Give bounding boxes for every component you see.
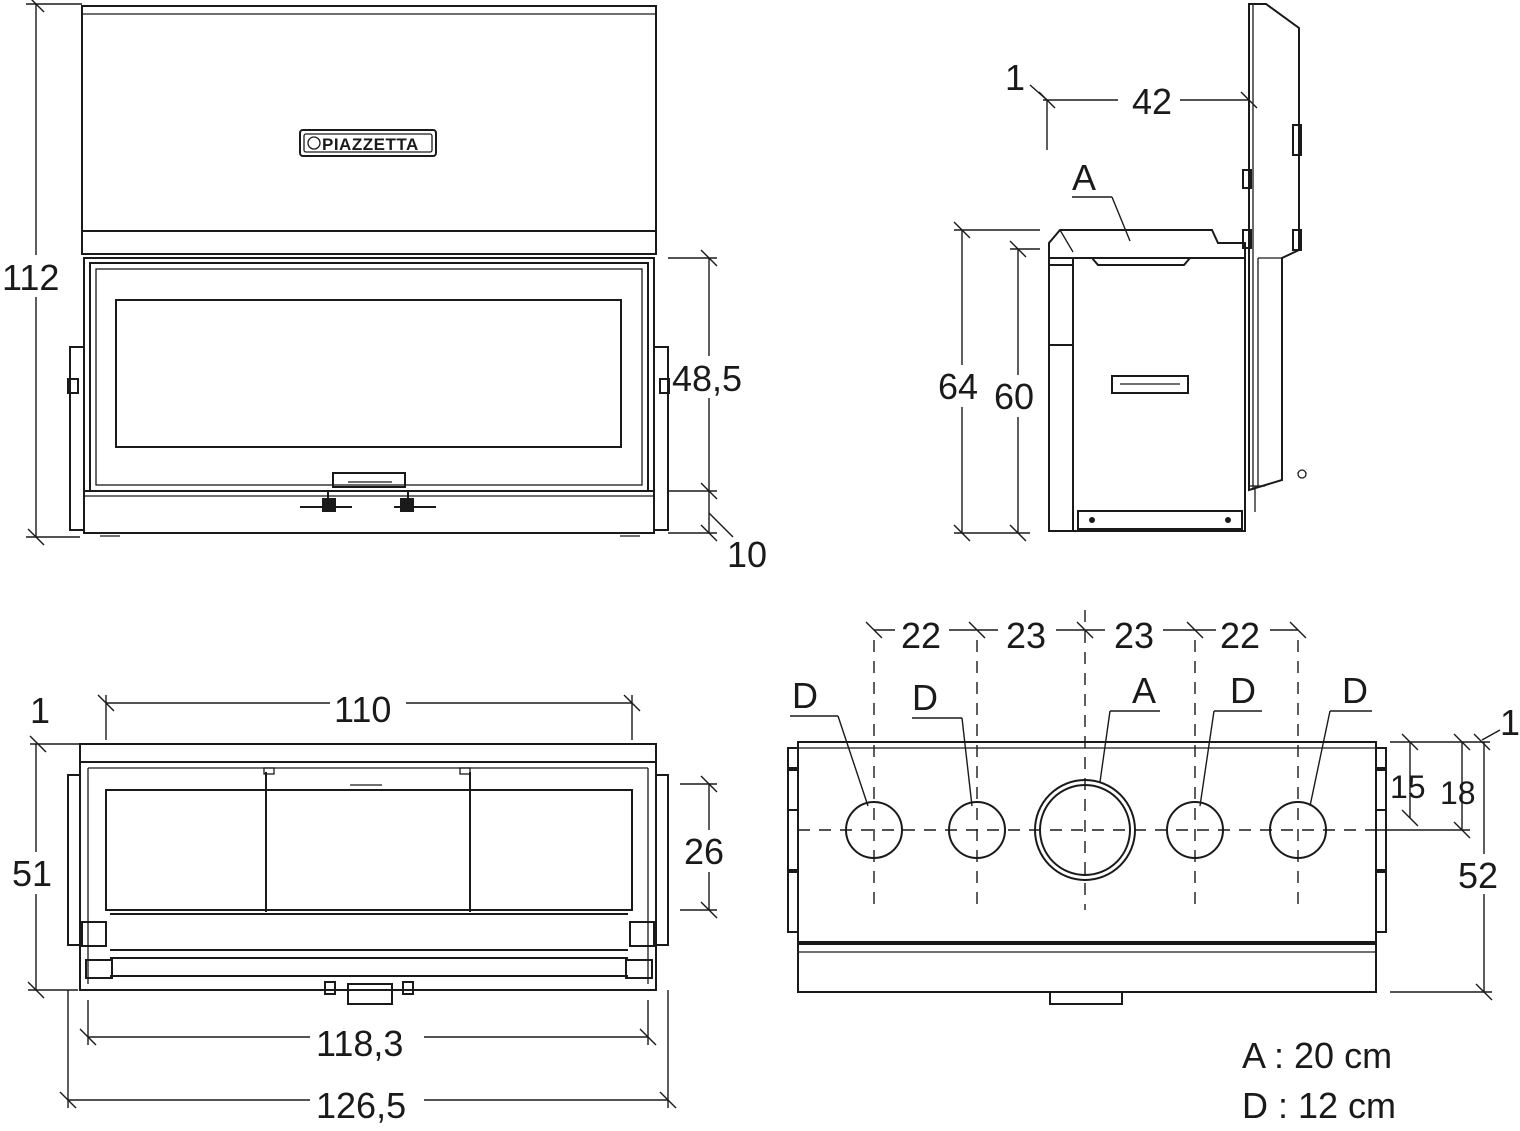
outlet-labels: D D A D D <box>790 670 1372 807</box>
dim-118-3-label: 118,3 <box>316 1023 403 1064</box>
outlet-d-1 <box>845 801 903 859</box>
dim-top-width-total: 126,5 <box>59 990 677 1126</box>
front-view: PIAZZETTA <box>2 0 767 575</box>
dim-126-5-label: 126,5 <box>316 1085 406 1126</box>
dim-top-1-label: 1 <box>30 690 50 731</box>
outlet-front-strip <box>797 943 1377 993</box>
dim-top-opening-depth: 26 <box>680 775 730 919</box>
dim-26-label: 26 <box>684 831 724 872</box>
dim-42-label: 42 <box>1132 81 1172 122</box>
side-handle <box>1111 375 1189 394</box>
dim-outlet-right: 1 15 18 52 <box>1376 702 1520 1001</box>
top-body <box>79 761 657 991</box>
hood-panel <box>81 5 657 232</box>
dim-top-depth: 51 <box>12 744 78 999</box>
side-label-a: A <box>1072 157 1096 198</box>
legend-d: D : 12 cm <box>1242 1085 1396 1126</box>
dim-side-depth: 1 42 <box>1005 57 1258 150</box>
dim-door-height: 48,5 <box>668 249 742 500</box>
dim-top-width-mid: 118,3 <box>79 1000 657 1064</box>
legend-a: A : 20 cm <box>1242 1035 1392 1076</box>
dim-outlet-spacing: 22 23 23 22 <box>865 612 1307 656</box>
flue-collar <box>1048 229 1246 266</box>
top-cap <box>79 743 657 763</box>
dim-18-label: 18 <box>1440 775 1476 811</box>
dim-side-1-label: 1 <box>1005 57 1025 98</box>
dim-total-height: 112 <box>2 0 82 546</box>
left-bracket <box>69 346 85 531</box>
outlet-d-2 <box>948 801 1006 859</box>
spacing-label-1: 22 <box>901 615 941 656</box>
dim-side-height-inner: 60 <box>992 240 1040 542</box>
legend: A : 20 cm D : 12 cm <box>1242 1035 1396 1126</box>
dim-outlet-1-label: 1 <box>1500 702 1520 743</box>
body-side <box>1048 257 1246 532</box>
dim-112-label: 112 <box>2 257 59 298</box>
door-frame <box>89 262 649 492</box>
outlet-a <box>1034 779 1136 881</box>
side-view: A 1 42 64 <box>936 3 1307 542</box>
firebox-opening <box>105 789 633 911</box>
spacing-label-4: 22 <box>1220 615 1260 656</box>
dim-side-height-outer: 64 <box>936 221 1040 542</box>
outlet-d-3 <box>1166 801 1224 859</box>
right-bracket <box>653 346 669 531</box>
outlet-d-4 <box>1269 801 1327 859</box>
dim-52-label: 52 <box>1458 855 1498 896</box>
outlet-label-d-4: D <box>1342 670 1368 711</box>
dim-top-inner-width: 110 <box>97 689 641 740</box>
dim-51-label: 51 <box>12 853 52 894</box>
dim-10-label: 10 <box>727 534 767 575</box>
door-handle <box>300 472 436 512</box>
dim-base-height: 10 <box>668 491 767 575</box>
dim-60-label: 60 <box>994 376 1034 417</box>
outlet-label-d-2: D <box>912 677 938 718</box>
top-view: 1 110 51 26 <box>12 689 730 1126</box>
front-panel-side <box>1248 3 1300 492</box>
spacing-label-2: 23 <box>1006 615 1046 656</box>
outlet-handle <box>1049 991 1123 1005</box>
dim-64-label: 64 <box>938 366 978 407</box>
glass-panel <box>115 299 622 448</box>
top-handle <box>347 983 393 1005</box>
outlet-label-a: A <box>1132 670 1156 711</box>
outlet-label-d-3: D <box>1230 670 1256 711</box>
dim-15-label: 15 <box>1390 769 1426 805</box>
spacing-label-3: 23 <box>1114 615 1154 656</box>
outlet-view: D D A D D 22 23 <box>787 610 1520 1005</box>
brand-logo: PIAZZETTA <box>299 129 437 157</box>
cap-band <box>81 230 657 255</box>
dim-110-label: 110 <box>334 689 391 730</box>
outlet-top-plate <box>797 741 1377 943</box>
outlet-label-d-1: D <box>792 675 818 716</box>
dim-48-5-label: 48,5 <box>672 358 742 399</box>
brand-name: PIAZZETTA <box>322 135 419 154</box>
